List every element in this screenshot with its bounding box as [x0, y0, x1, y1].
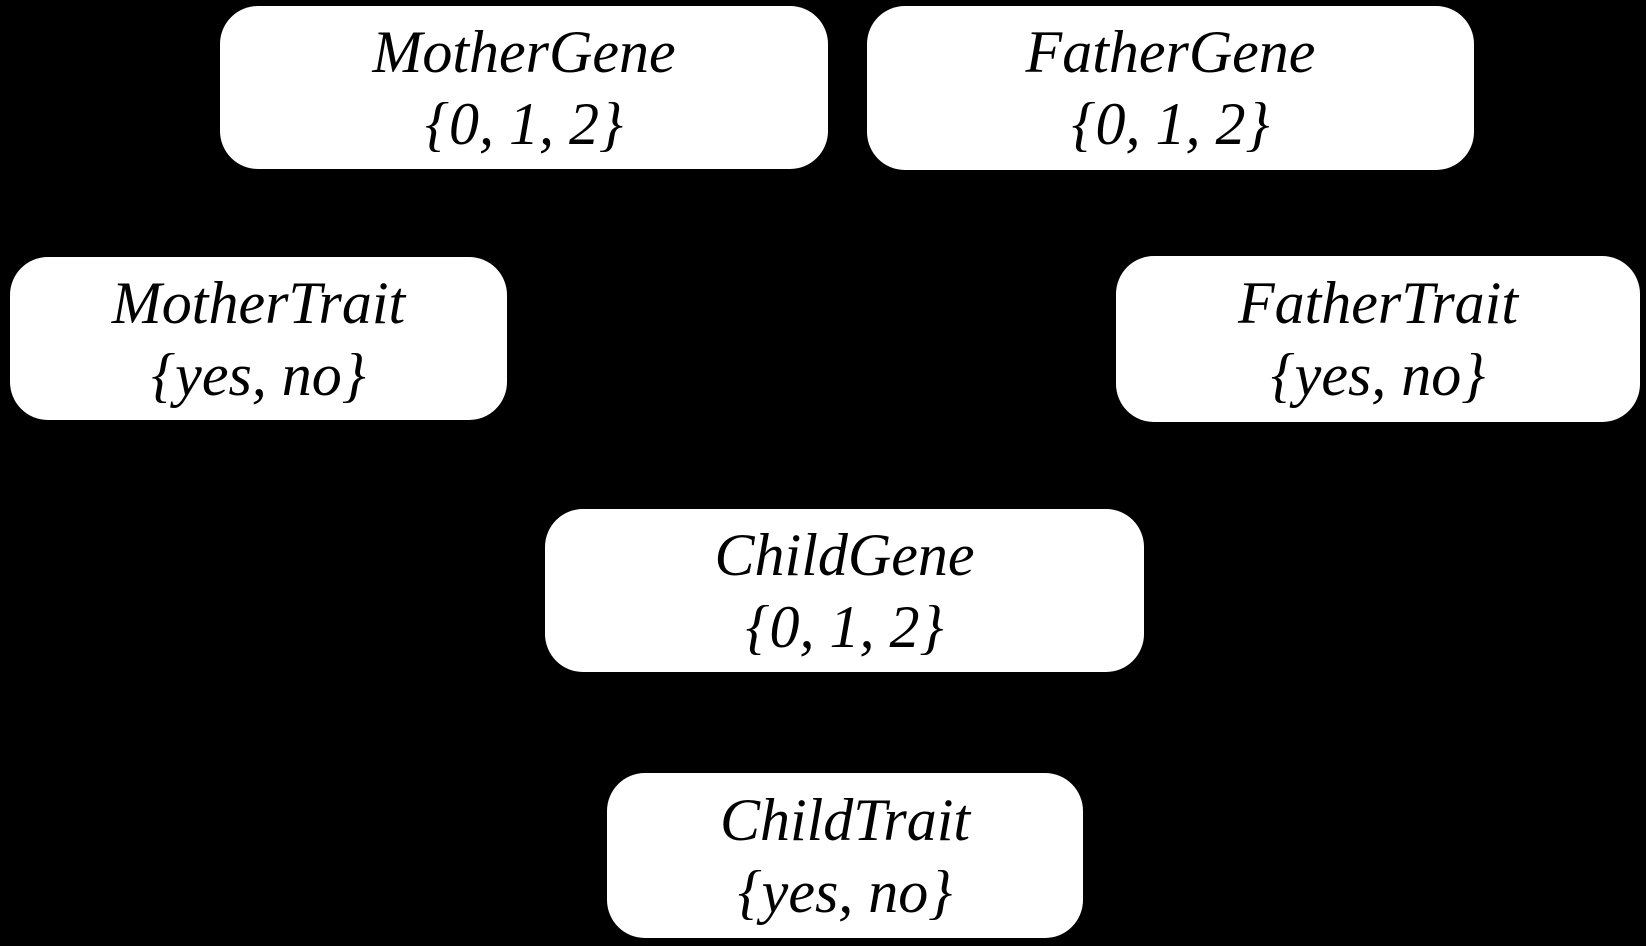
- node-mother-trait: MotherTrait {yes, no}: [10, 257, 507, 420]
- node-child-trait-values: {yes, no}: [737, 858, 953, 925]
- node-mother-trait-values: {yes, no}: [151, 341, 366, 408]
- node-mother-gene: MotherGene {0, 1, 2}: [220, 6, 828, 169]
- node-father-gene-values: {0, 1, 2}: [1071, 91, 1270, 157]
- node-mother-gene-label: MotherGene: [372, 18, 676, 85]
- node-child-gene-values: {0, 1, 2}: [745, 593, 944, 660]
- node-child-gene-label: ChildGene: [714, 521, 975, 588]
- node-child-trait-label: ChildTrait: [719, 786, 971, 853]
- node-father-gene-label: FatherGene: [1025, 19, 1316, 85]
- node-father-trait-values: {yes, no}: [1270, 342, 1486, 408]
- node-father-trait: FatherTrait {yes, no}: [1116, 256, 1640, 422]
- node-father-gene: FatherGene {0, 1, 2}: [867, 6, 1474, 170]
- node-child-trait: ChildTrait {yes, no}: [607, 773, 1083, 938]
- node-father-trait-label: FatherTrait: [1237, 270, 1519, 336]
- node-mother-trait-label: MotherTrait: [111, 269, 406, 336]
- node-child-gene: ChildGene {0, 1, 2}: [545, 509, 1144, 672]
- node-mother-gene-values: {0, 1, 2}: [425, 90, 623, 157]
